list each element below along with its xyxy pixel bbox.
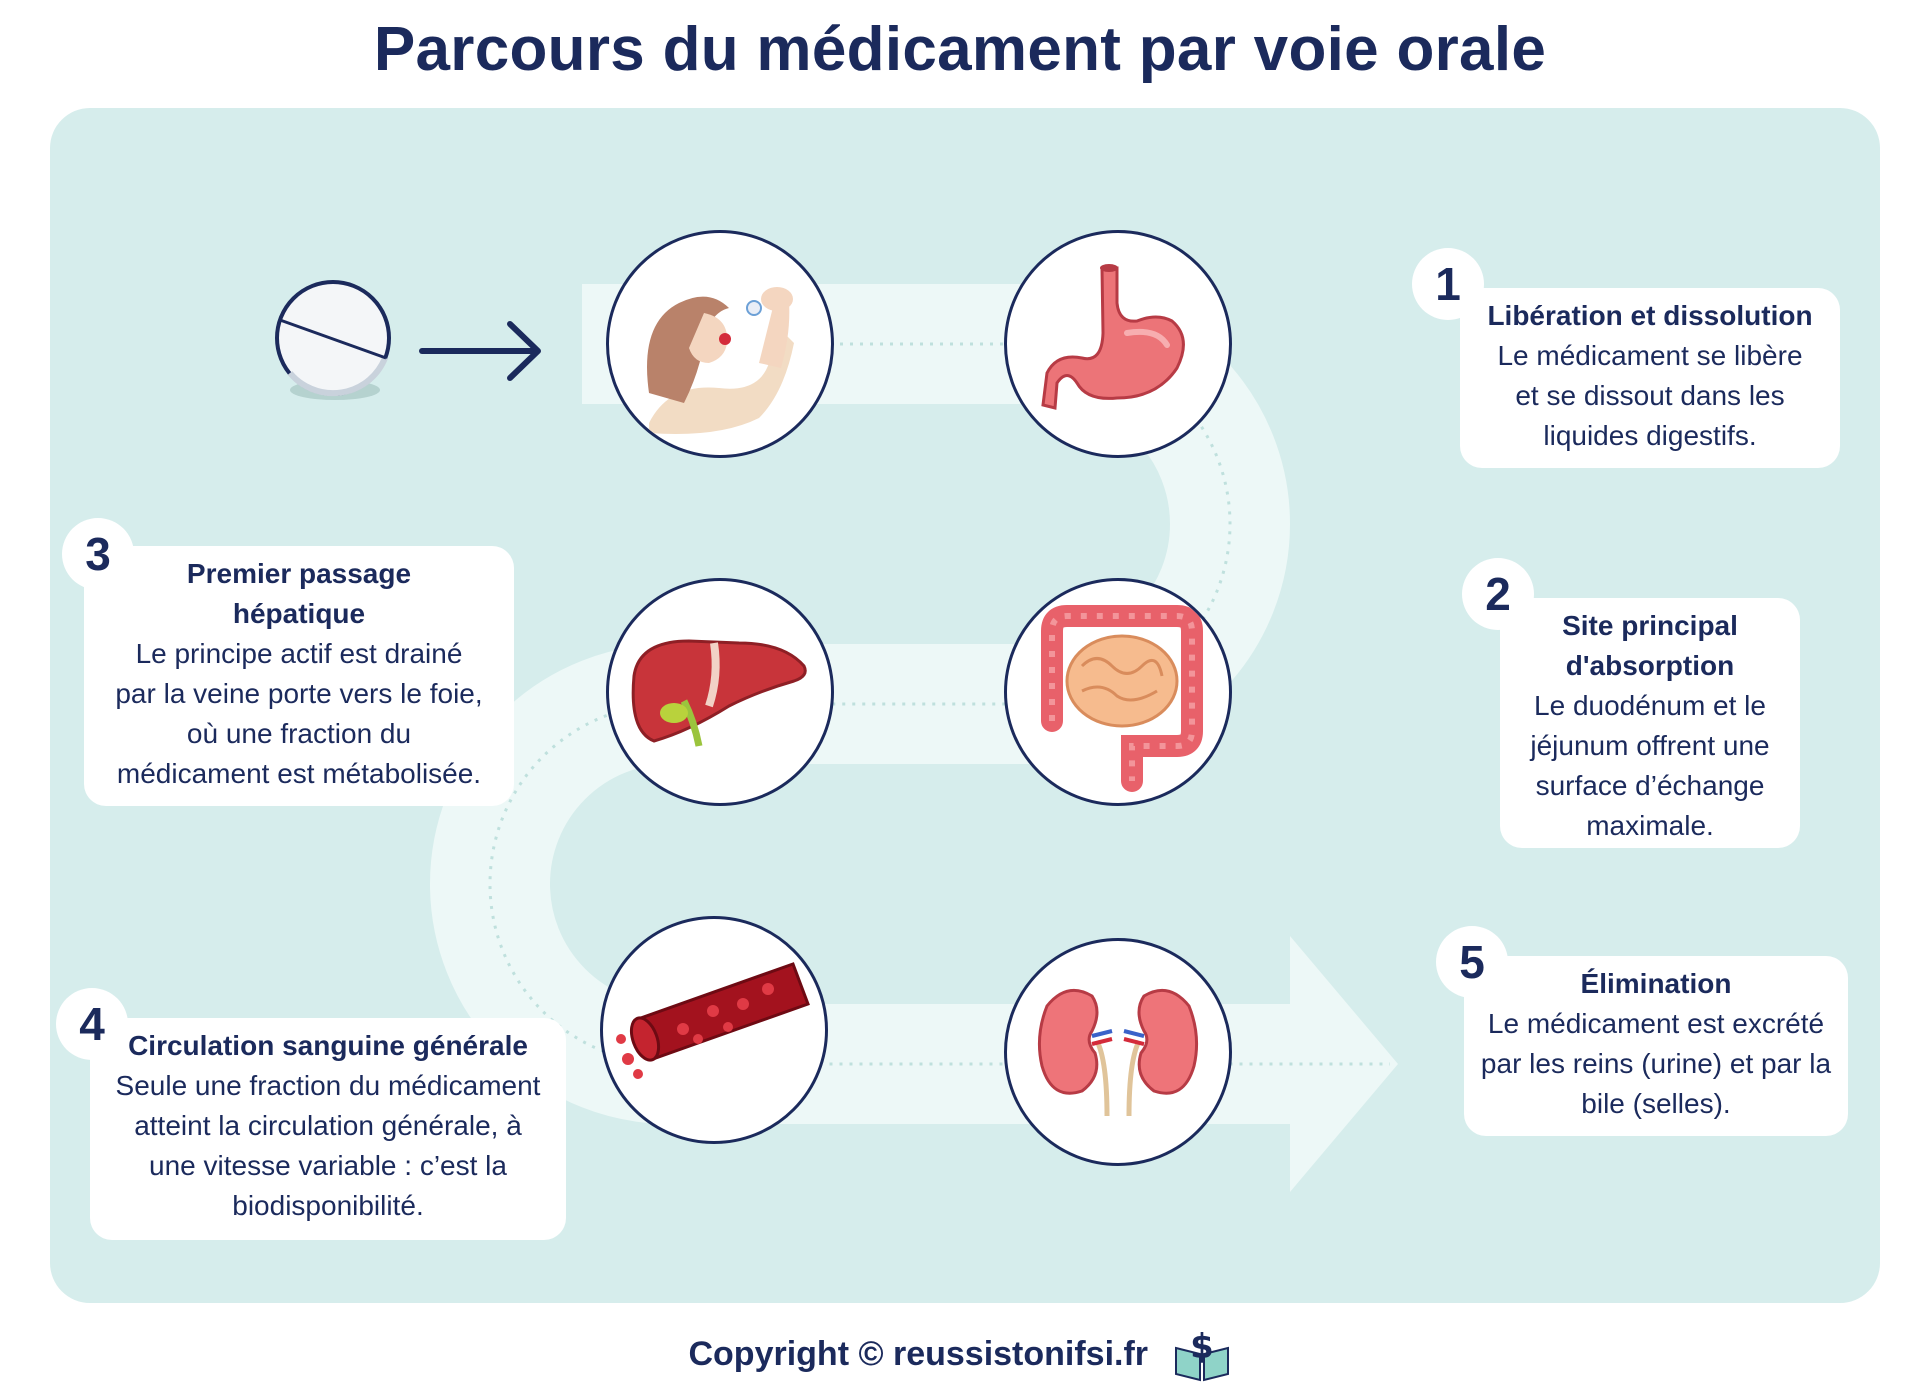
kidneys-circle: [1004, 938, 1232, 1166]
step-number-3: 3: [62, 518, 134, 590]
step-title: Libération et dissolution: [1487, 300, 1813, 331]
kidneys-icon: [1037, 988, 1199, 1117]
copyright-text: Copyright © reussistonifsi.fr: [688, 1334, 1149, 1373]
book-dollar-logo-icon: $: [1174, 1328, 1229, 1382]
page-title: Parcours du médicament par voie orale: [373, 15, 1547, 84]
intestine-circle: [1004, 578, 1232, 806]
step-text: Le duodénum et le jéjunum offrent une su…: [1530, 690, 1770, 841]
woman-swallowing-circle: [606, 230, 834, 458]
step-text: Seule une fraction du médicament atteint…: [115, 1070, 541, 1221]
arrow-right-icon: [419, 321, 541, 381]
step-text: Le médicament se libère et se dissout da…: [1497, 340, 1803, 451]
stomach-icon: [1041, 264, 1185, 410]
step-title: Premier passage hépatique: [186, 558, 412, 629]
liver-icon: [631, 639, 807, 747]
step-text: Le médicament est excrété par les reins …: [1480, 1008, 1832, 1119]
step-title: Site principal d'absorption: [1562, 610, 1738, 681]
pill-icon: [275, 280, 391, 400]
svg-text:$: $: [1190, 1328, 1214, 1367]
step-card-3: Premier passage hépatique Le principe ac…: [84, 546, 514, 806]
diagram-panel: Libération et dissolution Le médicament …: [50, 108, 1880, 1303]
step-card-1: Libération et dissolution Le médicament …: [1460, 288, 1840, 468]
step-text: Le principe actif est drainé par la vein…: [115, 638, 483, 789]
step-card-4: Circulation sanguine générale Seule une …: [90, 1018, 566, 1240]
blood-vessel-circle: [600, 916, 828, 1144]
step-number-5: 5: [1436, 926, 1508, 998]
footer: Copyright © reussistonifsi.fr $: [0, 1328, 1920, 1384]
step-number-2: 2: [1462, 558, 1534, 630]
step-title: Circulation sanguine générale: [128, 1030, 528, 1061]
woman-swallowing-icon: [647, 287, 794, 434]
step-card-5: Élimination Le médicament est excrété pa…: [1464, 956, 1848, 1136]
liver-circle: [606, 578, 834, 806]
flow-track: [430, 284, 1398, 1192]
step-number-1: 1: [1412, 248, 1484, 320]
step-number-4: 4: [56, 988, 128, 1060]
step-title: Élimination: [1580, 968, 1732, 999]
stomach-circle: [1004, 230, 1232, 458]
step-card-2: Site principal d'absorption Le duodénum …: [1500, 598, 1800, 848]
blood-vessel-icon: [616, 962, 810, 1079]
intestine-icon: [1041, 605, 1203, 792]
